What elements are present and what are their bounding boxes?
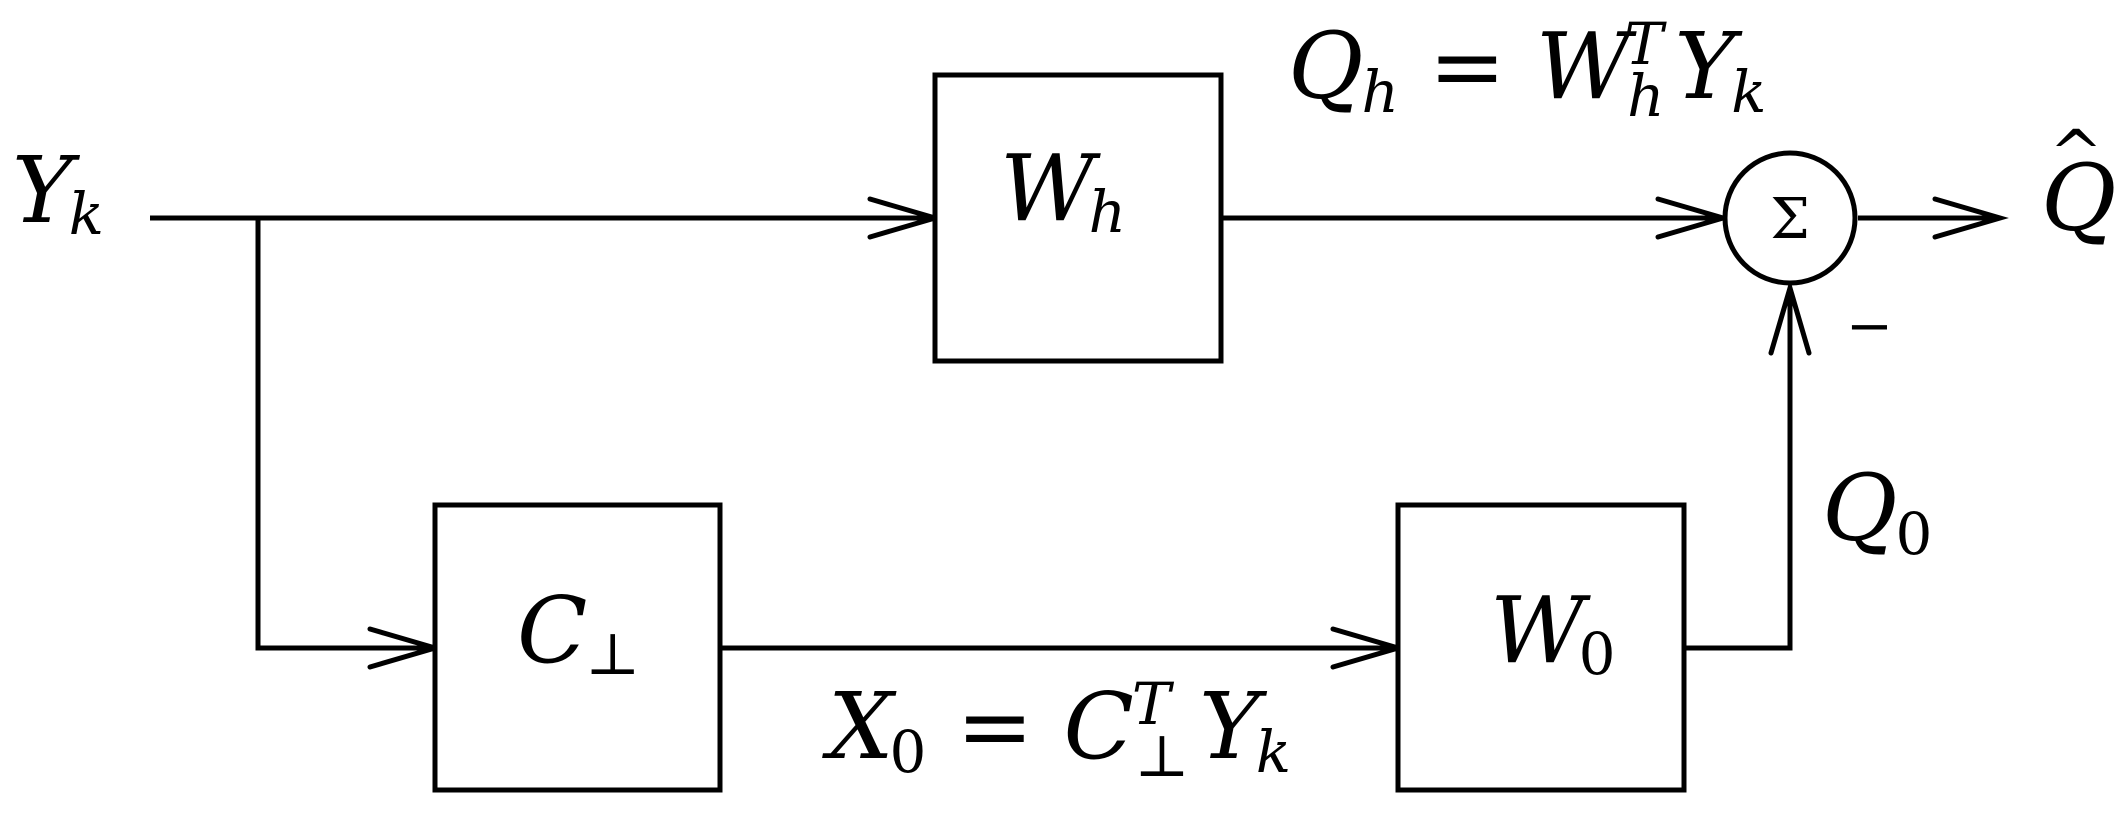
sigma-symbol: Σ xyxy=(1770,187,1810,252)
x0-equation: X0 = CT⊥Yk xyxy=(822,670,1291,790)
qh-rhs2: Y xyxy=(1675,13,1744,120)
w0-to-sum-wire xyxy=(1684,288,1793,651)
w0-subscript: 0 xyxy=(1579,620,1616,688)
w0-label: W0 xyxy=(1490,577,1615,688)
arrowhead-into-output xyxy=(1932,196,2009,240)
wh-block xyxy=(932,72,1224,364)
qh-lhs-sub: h xyxy=(1361,58,1398,126)
w0-block xyxy=(1395,502,1687,793)
qh-equals: = xyxy=(1429,13,1506,120)
qh-lhs: Q xyxy=(1288,13,1363,120)
wh-label: Wh xyxy=(1000,135,1126,246)
summing-junction xyxy=(1722,150,1858,286)
cperp-subscript: ⊥ xyxy=(585,620,640,688)
x0-rhs2: Y xyxy=(1199,673,1268,780)
w0-symbol: W xyxy=(1490,577,1591,684)
wh-subscript: h xyxy=(1089,178,1126,246)
x0-rhs1-sup: T xyxy=(1132,670,1175,738)
x0-lhs-sub: 0 xyxy=(890,718,927,786)
x0-rhs2-sub: k xyxy=(1256,718,1291,786)
x0-rhs1-sub: ⊥ xyxy=(1135,722,1190,790)
cperp-label: C⊥ xyxy=(517,577,640,688)
q0-symbol: Q xyxy=(1822,455,1897,562)
input-label: Yk xyxy=(12,137,104,248)
x0-rhs1: C xyxy=(1064,673,1134,780)
input-symbol: Y xyxy=(12,137,81,244)
qh-rhs2-sub: k xyxy=(1731,58,1766,126)
branch-wire xyxy=(255,218,435,651)
output-symbol: Q xyxy=(2041,145,2116,252)
cperp-block xyxy=(432,502,723,793)
q0-subscript: 0 xyxy=(1895,500,1932,568)
x0-equals: = xyxy=(956,673,1033,780)
input-subscript: k xyxy=(69,180,104,248)
qh-rhs1-sub: h xyxy=(1627,62,1664,130)
qh-rhs1: W xyxy=(1536,13,1637,120)
minus-sign: − xyxy=(1846,294,1893,359)
x0-lhs: X xyxy=(822,673,897,780)
qh-rhs1-sup: T xyxy=(1624,10,1667,78)
cperp-symbol: C xyxy=(517,577,587,684)
output-hat: ^ xyxy=(2049,117,2103,191)
wh-symbol: W xyxy=(1000,135,1101,242)
q0-label: Q0 xyxy=(1822,455,1932,568)
arrowhead-into-sum-bottom xyxy=(1768,279,1812,356)
